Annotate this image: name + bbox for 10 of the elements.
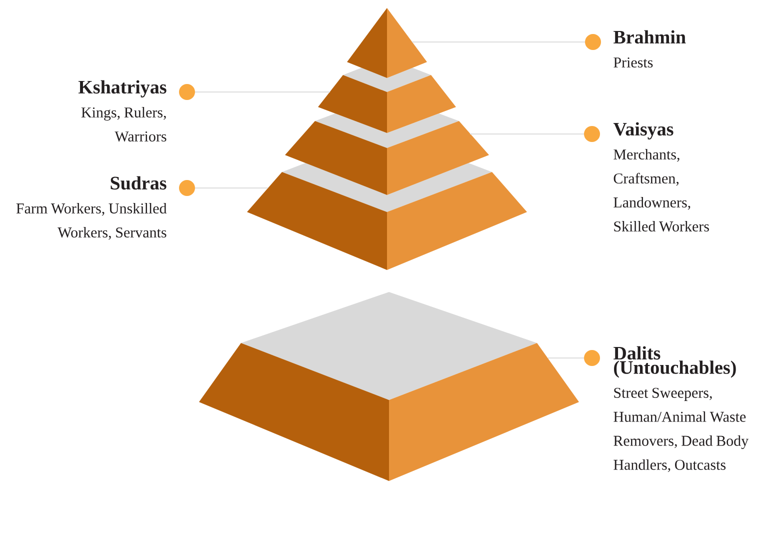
caste-label: Sudras Farm Workers, Unskilled Workers, Servants bbox=[16, 176, 167, 240]
caste-label: Kshatriyas Kings, Rulers, Warriors bbox=[78, 80, 166, 142]
pyramid-base bbox=[199, 292, 579, 481]
pyramid-tier bbox=[247, 163, 527, 270]
caste-label: Brahmin Priests bbox=[614, 30, 686, 68]
caste-label: Vaisyas Merchants, Craftsmen, Landowners, Skilled Workers bbox=[613, 122, 709, 232]
caste-label: Dalits (Untouchables) Street Sweepers, Human/Animal Waste Removers, Dead Body Handlers, Outcasts bbox=[614, 346, 749, 472]
pyramid-tier bbox=[285, 114, 489, 195]
pyramid-apex bbox=[347, 8, 427, 78]
pyramid-tier bbox=[318, 68, 456, 133]
